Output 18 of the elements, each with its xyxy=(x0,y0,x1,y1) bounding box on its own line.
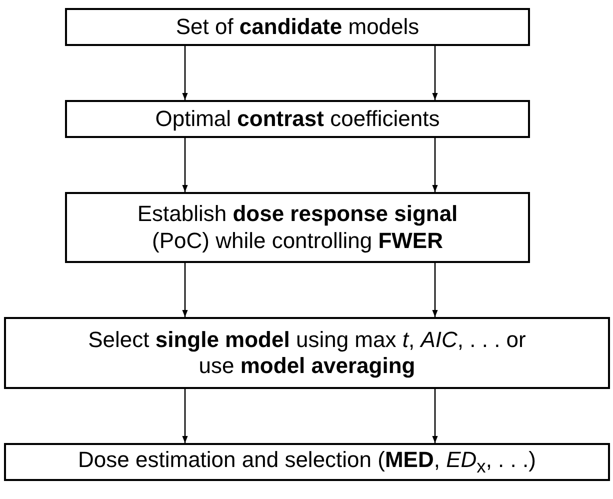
arrow xyxy=(182,46,188,100)
box-text: Dose estimation and selection (MED, ED$_{x}$, . . .) xyxy=(78,446,536,478)
arrow xyxy=(432,46,438,100)
arrow xyxy=(432,263,438,317)
arrow xyxy=(182,389,188,443)
arrow xyxy=(432,138,438,192)
process-box xyxy=(4,317,610,389)
process-box xyxy=(65,8,530,46)
box-text: Optimal contrast coefficients xyxy=(155,106,440,132)
arrow xyxy=(432,389,438,443)
process-box xyxy=(65,100,530,138)
arrow xyxy=(182,138,188,192)
process-box xyxy=(4,443,610,481)
box-text: Set of candidate models xyxy=(176,14,420,40)
box-text: Select single model using max t, AIC, . . . or use model averaging xyxy=(87,326,527,380)
box-text: Establish dose response signal (PoC) while controlling FWER xyxy=(136,201,459,254)
process-box xyxy=(65,192,530,263)
arrow xyxy=(182,263,188,317)
